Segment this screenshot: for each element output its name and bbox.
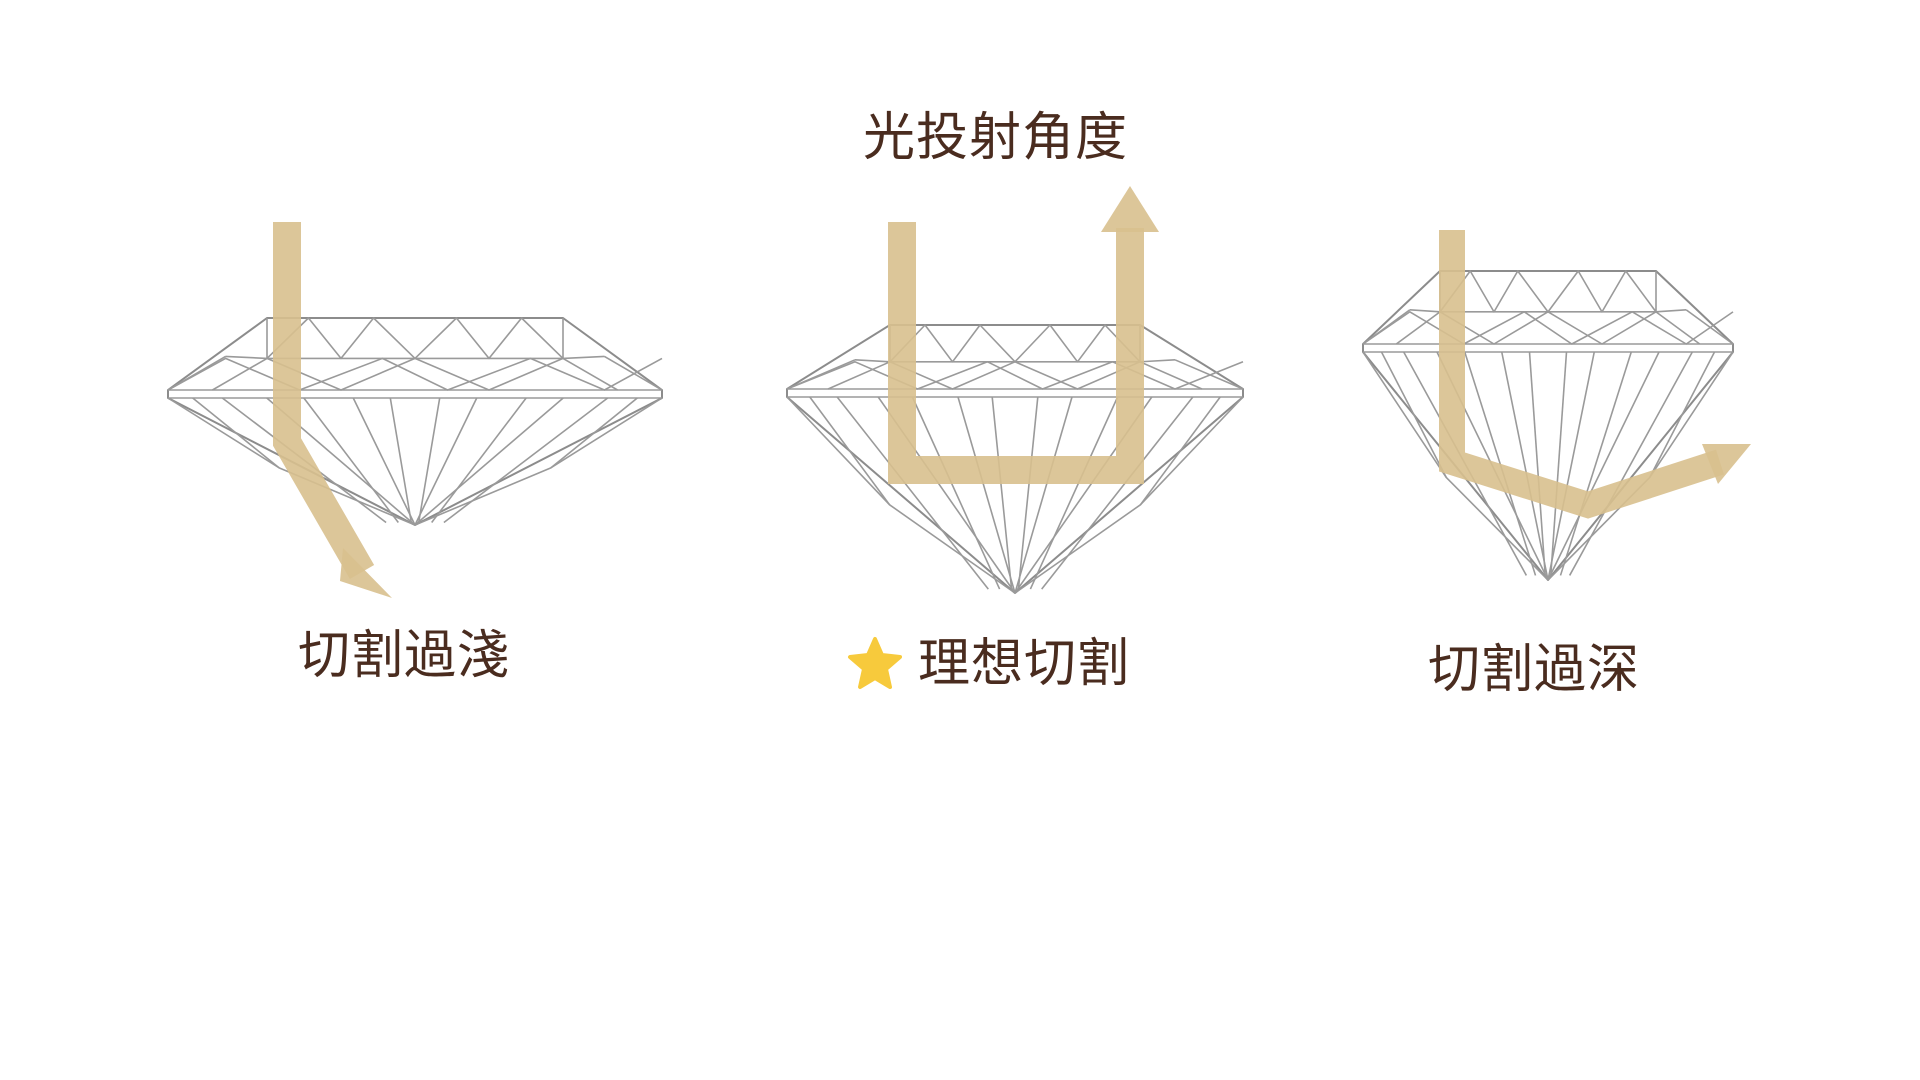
diamond-deep-cut bbox=[1362, 230, 1751, 581]
ideal-beam bbox=[888, 222, 1144, 484]
diamond-ideal-cut bbox=[786, 186, 1244, 594]
diamond-facets bbox=[167, 317, 663, 526]
diagram-title: 光投射角度 bbox=[863, 108, 1129, 168]
ideal-arrowhead bbox=[1101, 186, 1159, 232]
deep-cut-label: 切割過深 bbox=[1428, 640, 1641, 700]
star-icon bbox=[848, 637, 902, 689]
shallow-cut-label: 切割過淺 bbox=[298, 626, 511, 686]
ideal-cut-label: 理想切割 bbox=[918, 634, 1131, 694]
deep-arrowhead bbox=[1702, 444, 1751, 484]
diamond-shallow-cut bbox=[167, 222, 663, 598]
shallow-beam bbox=[273, 222, 375, 579]
ideal-cut-caption: 理想切割 bbox=[846, 636, 1130, 692]
deep-beam bbox=[1439, 230, 1725, 519]
shallow-arrowhead bbox=[340, 548, 392, 598]
diamond-facets bbox=[1362, 270, 1734, 581]
